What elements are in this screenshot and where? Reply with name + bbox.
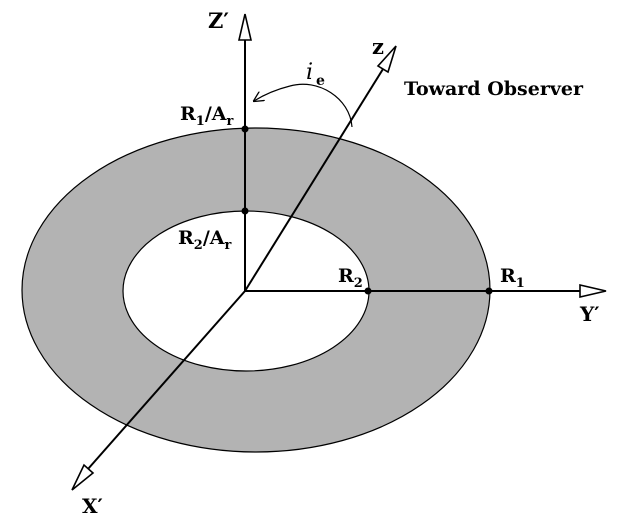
y-prime-label: Y′ <box>579 302 600 326</box>
r2-dot-icon <box>364 287 372 295</box>
x-prime-label: X′ <box>82 494 103 517</box>
z-arrowhead-icon <box>376 45 397 74</box>
z-prime-label: Z′ <box>208 8 229 33</box>
z-label: z <box>372 34 384 59</box>
z-axis <box>244 68 384 292</box>
r1-over-ar-label: R1/Ar <box>180 103 234 129</box>
x-prime-arrowhead-icon <box>71 463 95 491</box>
y-prime-arrowhead-icon <box>579 283 607 299</box>
x-prime-axis <box>87 290 246 470</box>
r1-dot-icon <box>485 287 493 295</box>
z-prime-arrowhead-icon <box>237 13 253 41</box>
inclination-arc-icon <box>254 83 353 128</box>
r1-over-ar-dot-icon <box>241 125 249 133</box>
r1-label: R1 <box>500 265 525 291</box>
r2-over-ar-dot-icon <box>241 207 249 215</box>
toward-observer-label: Toward Observer <box>404 78 584 100</box>
r2-label: R2 <box>338 265 363 291</box>
r2-over-ar-label: R2/Ar <box>178 227 232 253</box>
